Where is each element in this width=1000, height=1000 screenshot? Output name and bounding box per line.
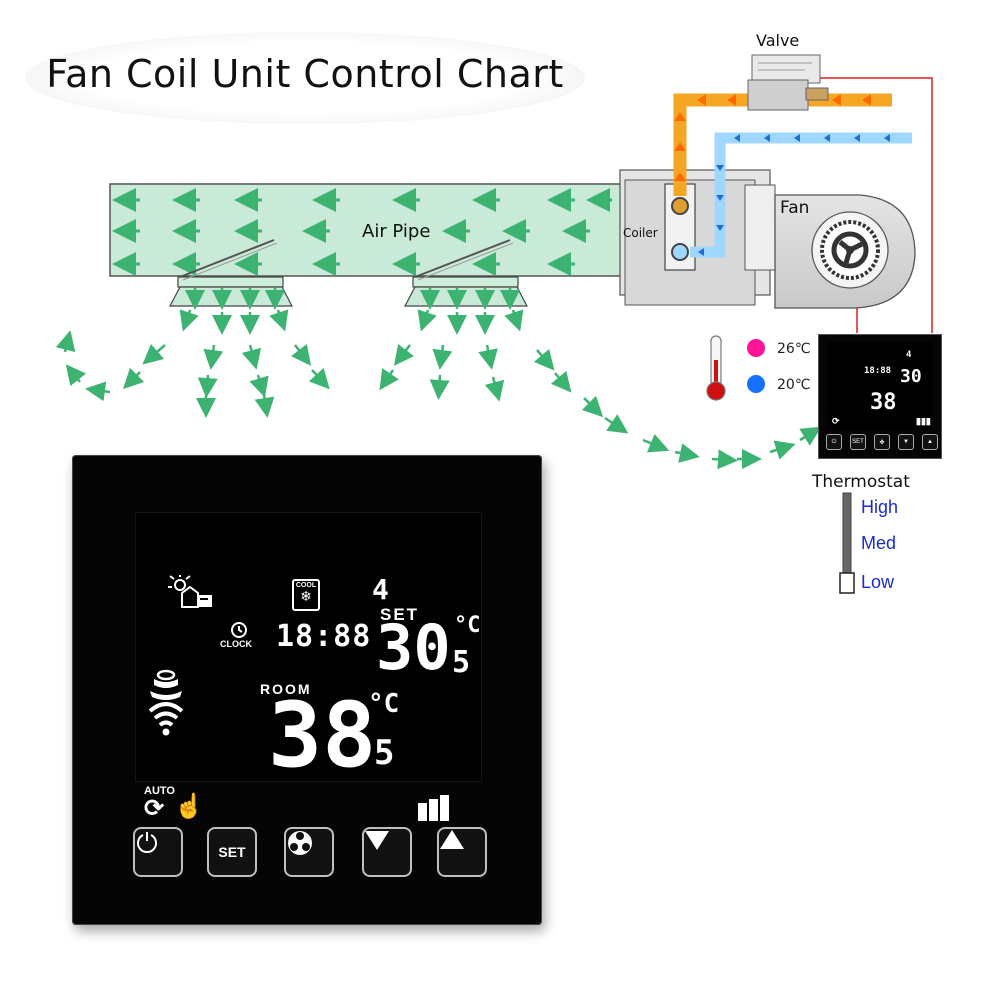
hot-indicator-dot	[747, 339, 765, 357]
valve	[747, 54, 829, 111]
mini-button-row: ⏻ SET ✤ ▼ ▲	[826, 434, 938, 450]
room-label: ROOM	[260, 681, 312, 697]
mini-fan-button[interactable]: ✤	[874, 434, 890, 450]
down-button[interactable]	[362, 827, 412, 877]
speed-high: High	[861, 497, 899, 517]
cold-indicator-dot	[747, 375, 765, 393]
mini-step: 4	[906, 350, 912, 360]
room-temperature-unit: °C	[368, 689, 400, 719]
thermostat-label: Thermostat	[812, 472, 910, 492]
auto-cycle-icon: ⟳	[144, 795, 165, 822]
cold-port	[671, 243, 689, 261]
power-button[interactable]	[133, 827, 183, 877]
program-step: 4	[372, 573, 389, 606]
diagram-title: Fan Coil Unit Control Chart	[46, 52, 564, 96]
mini-down-button[interactable]: ▼	[898, 434, 914, 450]
fan-wifi-icon	[148, 669, 184, 736]
fan-icon	[288, 831, 312, 855]
hot-port	[671, 197, 689, 215]
thermostat-panel: COOL ❄ 4 CLOCK 18:88 SET 30 5 °C ROOM 38…	[72, 455, 542, 925]
set-temperature-decimal: 5	[452, 645, 471, 680]
fan-speed-bars-icon	[418, 795, 449, 821]
coiler-housing	[619, 169, 776, 306]
mini-thermostat: 4 18:88 30 38 ⟳ ▮▮▮ ⏻ SET ✤ ▼ ▲	[818, 334, 942, 459]
set-button-label: SET	[218, 844, 246, 860]
mini-set-temp: 30	[900, 366, 922, 387]
heat-mode-icon	[168, 575, 212, 608]
clock-label: CLOCK	[220, 639, 252, 649]
mini-auto-icon: ⟳	[832, 416, 840, 426]
manual-hand-icon: ☝	[174, 793, 204, 820]
cool-mode-icon: COOL ❄	[292, 579, 320, 611]
cold-water-pipe	[690, 132, 912, 258]
cold-temperature: 20℃	[777, 377, 811, 393]
duct-airflow-arrows	[112, 188, 612, 276]
set-button[interactable]: SET	[207, 827, 257, 877]
hot-temperature: 26℃	[777, 341, 811, 357]
coiler-label: Coiler	[623, 226, 658, 240]
power-icon	[137, 832, 157, 853]
lcd-screen: COOL ❄ 4 CLOCK 18:88 SET 30 5 °C ROOM 38…	[135, 512, 482, 821]
clock-value: 18:88	[276, 619, 372, 654]
mini-screen: 4 18:88 30 38 ⟳ ▮▮▮	[828, 342, 932, 430]
title-background	[25, 32, 585, 124]
mini-clock: 18:88	[864, 366, 892, 376]
room-airflow-arrows	[55, 330, 822, 470]
set-temperature-unit: °C	[454, 613, 481, 638]
set-temperature: 30	[376, 611, 451, 684]
thermometer-icon	[706, 335, 726, 401]
control-wires	[820, 77, 933, 333]
fan-label: Fan	[780, 198, 810, 218]
valve-label: Valve	[756, 31, 800, 50]
up-button[interactable]	[437, 827, 487, 877]
down-arrow-icon	[365, 831, 389, 850]
fan-housing	[774, 194, 916, 309]
set-label: SET	[380, 605, 420, 624]
mini-power-button[interactable]: ⏻	[826, 434, 842, 450]
fan-speed-slider	[839, 492, 855, 594]
snowflake-icon: ❄	[300, 588, 312, 604]
room-temperature: 38	[268, 683, 377, 788]
clock-icon	[228, 621, 250, 643]
up-arrow-icon	[440, 830, 464, 849]
speed-low: Low	[861, 572, 895, 592]
mini-set-button[interactable]: SET	[850, 434, 866, 450]
mini-up-button[interactable]: ▲	[922, 434, 938, 450]
mini-fan-bars-icon: ▮▮▮	[916, 416, 931, 426]
mini-room-temp: 38	[870, 390, 897, 415]
fan-mode-button[interactable]	[284, 827, 334, 877]
speed-med: Med	[861, 533, 897, 553]
auto-label: AUTO	[144, 785, 175, 797]
air-pipe-label: Air Pipe	[362, 221, 431, 242]
diffuser-airflow-arrows	[179, 288, 524, 335]
room-temperature-decimal: 5	[374, 733, 395, 773]
